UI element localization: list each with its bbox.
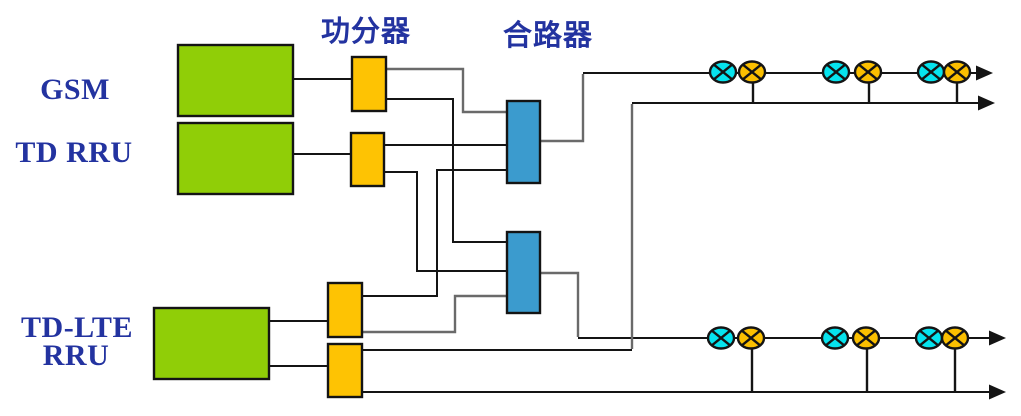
splitter3-box <box>326 281 364 339</box>
td-rru-label: TD RRU <box>15 136 132 169</box>
wire-combiner2-bottom-feeder <box>540 271 580 337</box>
combiner1-box <box>505 99 542 185</box>
td-lte-rru-label-line1: TD-LTE <box>21 311 133 344</box>
coupler-cyan-icon <box>820 326 850 350</box>
gsm-rru-box <box>176 43 295 118</box>
coupler-orange-icon <box>940 326 970 350</box>
arrow-top-2-icon <box>978 95 995 111</box>
coupler-cyan-icon <box>706 326 736 350</box>
coupler-orange-icon <box>737 60 767 84</box>
arrow-bottom-1-icon <box>989 330 1006 346</box>
td-lte-rru-label-line2: RRU <box>43 339 110 372</box>
wire-combiner1-top-feeder <box>540 74 585 143</box>
coupler-orange-icon <box>942 60 972 84</box>
splitter2-box <box>349 131 386 188</box>
wires <box>269 72 991 393</box>
wire-splitter3-combiner1 <box>362 169 507 297</box>
td-lte-rru-box <box>152 306 271 381</box>
splitter4-box <box>326 342 364 399</box>
coupler-cyan-icon <box>916 60 946 84</box>
combiner-label: 合路器 <box>503 19 593 52</box>
coupler-orange-icon <box>736 326 766 350</box>
splitter1-box <box>350 55 388 113</box>
coupler-cyan-icon <box>821 60 851 84</box>
coupler-cyan-icon <box>708 60 738 84</box>
wires-gray <box>362 67 634 349</box>
coupler-orange-icon <box>853 60 883 84</box>
splitter-label: 功分器 <box>321 15 411 48</box>
wire-splitter2-combiner2 <box>384 171 507 272</box>
coupler-cyan-icon <box>914 326 944 350</box>
coupler-orange-icon <box>851 326 881 350</box>
gsm-label: GSM <box>40 73 110 106</box>
wire-splitter3-combiner2 <box>362 294 507 334</box>
arrow-bottom-2-icon <box>989 384 1006 400</box>
td-rru-box <box>176 121 295 196</box>
wire-splitter1-combiner1 <box>386 67 507 114</box>
arrow-top-1-icon <box>976 65 993 81</box>
combiner2-box <box>505 230 542 315</box>
